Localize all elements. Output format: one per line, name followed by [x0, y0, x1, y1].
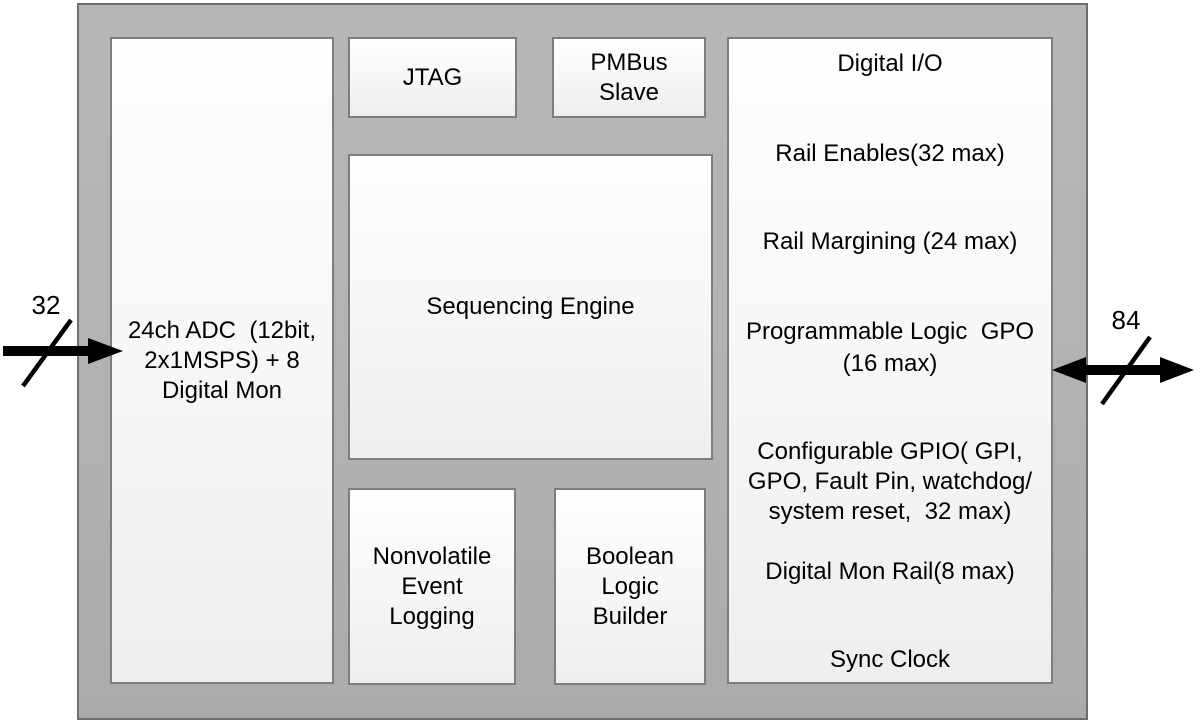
- digital-io-configurable-gpio-2: GPO, Fault Pin, watchdog/: [747, 468, 1033, 495]
- bool-label-line1: Boolean: [585, 542, 675, 570]
- bus-width-32-label: 32: [31, 290, 61, 320]
- digital-io-rail-enables: Rail Enables(32 max): [775, 140, 1005, 167]
- bidirectional-bus-arrow-icon: [1052, 335, 1194, 406]
- pmbus-slave-block: PMBus Slave: [552, 37, 706, 118]
- sequencing-engine-label: Sequencing Engine: [426, 293, 635, 320]
- adc-label-line3: Digital Mon: [161, 376, 283, 404]
- adc-label-line1: 24ch ADC (12bit,: [127, 316, 317, 344]
- jtag-block: JTAG: [348, 37, 517, 118]
- input-bus-arrow-icon: [3, 318, 123, 388]
- bool-label-line2: Logic: [601, 572, 659, 600]
- nv-label-line2: Event: [401, 572, 463, 600]
- adc-label-line2: 2x1MSPS) + 8: [144, 346, 300, 374]
- digital-io-programmable-logic: Programmable Logic GPO: [745, 318, 1035, 345]
- jtag-label: JTAG: [402, 63, 463, 91]
- nv-label-line3: Logging: [389, 602, 475, 630]
- adc-block: 24ch ADC (12bit, 2x1MSPS) + 8 Digital Mo…: [110, 37, 334, 684]
- digital-io-configurable-gpio-3: system reset, 32 max): [768, 498, 1012, 525]
- nv-label-line1: Nonvolatile: [372, 542, 492, 570]
- digital-io-block: Digital I/O Rail Enables(32 max) Rail Ma…: [727, 37, 1053, 684]
- digital-io-title: Digital I/O: [837, 50, 943, 77]
- sequencing-engine-block: Sequencing Engine: [348, 154, 713, 460]
- digital-io-sync-clock: Sync Clock: [829, 646, 951, 673]
- digital-io-rail-margining: Rail Margining (24 max): [762, 228, 1018, 255]
- digital-io-programmable-logic-2: (16 max): [842, 350, 938, 377]
- digital-io-digital-mon-rail: Digital Mon Rail(8 max): [765, 558, 1015, 585]
- digital-io-configurable-gpio: Configurable GPIO( GPI,: [757, 438, 1023, 465]
- pmbus-label-line1: PMBus: [590, 48, 668, 76]
- boolean-logic-builder-block: Boolean Logic Builder: [554, 488, 706, 685]
- bool-label-line3: Builder: [592, 602, 668, 630]
- pmbus-label-line2: Slave: [598, 78, 660, 106]
- bus-width-84-label: 84: [1111, 305, 1141, 335]
- nonvolatile-event-logging-block: Nonvolatile Event Logging: [348, 488, 516, 685]
